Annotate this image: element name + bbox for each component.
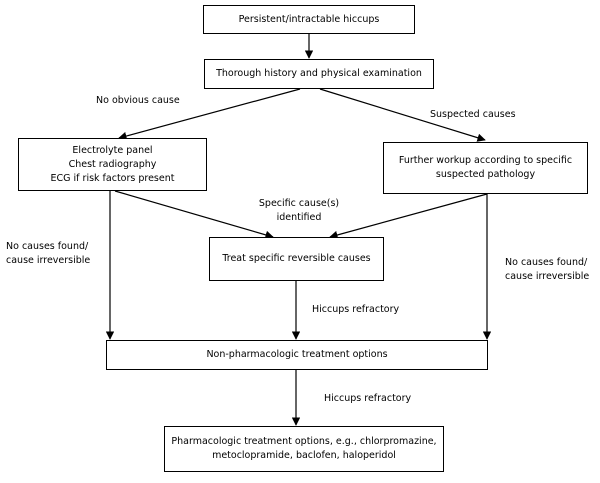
label-no-causes-right-line-1: No causes found/ [505,257,588,268]
node-persistent-hiccups: Persistent/intractable hiccups [203,5,415,34]
node-further-workup: Further workup according to specific sus… [383,142,588,194]
node-pharmacologic-treatment: Pharmacologic treatment options, e.g., c… [164,426,444,472]
arrow-workup-right-to-treat [329,193,488,240]
label-no-causes-right-line-2: cause irreversible [505,271,590,282]
node-nonpharmacologic-treatment-text: Non-pharmacologic treatment options [206,349,388,360]
further-workup-line-2: suspected pathology [435,169,536,180]
node-treat-reversible-causes-text: Treat specific reversible causes [222,253,371,264]
arrow-workup-left-to-treat [114,190,274,239]
arrow-history-to-workup-left [118,88,301,141]
workup-line-ecg: ECG if risk factors present [50,172,175,184]
node-persistent-hiccups-text: Persistent/intractable hiccups [238,13,380,25]
label-suspected-causes: Suspected causes [430,109,516,120]
label-specific-cause-line-1: Specific cause(s) [258,198,340,209]
pharm-line-1: Pharmacologic treatment options, e.g., c… [171,436,437,447]
node-history-exam: Thorough history and physical examinatio… [204,59,434,89]
pharm-line-2: metoclopramide, baclofen, haloperidol [212,450,396,461]
label-no-causes-right: No causes found/ cause irreversible [505,256,589,284]
node-treat-reversible-causes: Treat specific reversible causes [209,237,384,281]
label-hiccups-refractory-2: Hiccups refractory [324,393,412,404]
node-initial-workup: Electrolyte panel Chest radiography ECG … [18,138,207,191]
label-hiccups-refractory-1: Hiccups refractory [312,304,400,315]
workup-line-electrolyte: Electrolyte panel [72,144,153,156]
workup-line-chest-radiography: Chest radiography [68,158,157,170]
label-no-causes-left: No causes found/ cause irreversible [6,240,90,268]
label-no-obvious-cause: No obvious cause [96,95,180,106]
further-workup-line-1: Further workup according to specific [398,155,573,166]
arrow-history-to-workup-right [319,88,486,142]
label-specific-cause-line-2: identified [276,212,322,223]
label-no-causes-left-line-1: No causes found/ [6,241,89,252]
label-no-causes-left-line-2: cause irreversible [6,255,91,266]
node-nonpharmacologic-treatment: Non-pharmacologic treatment options [106,340,488,370]
label-specific-cause-identified: Specific cause(s) identified [254,197,344,225]
node-history-exam-text: Thorough history and physical examinatio… [216,68,422,79]
